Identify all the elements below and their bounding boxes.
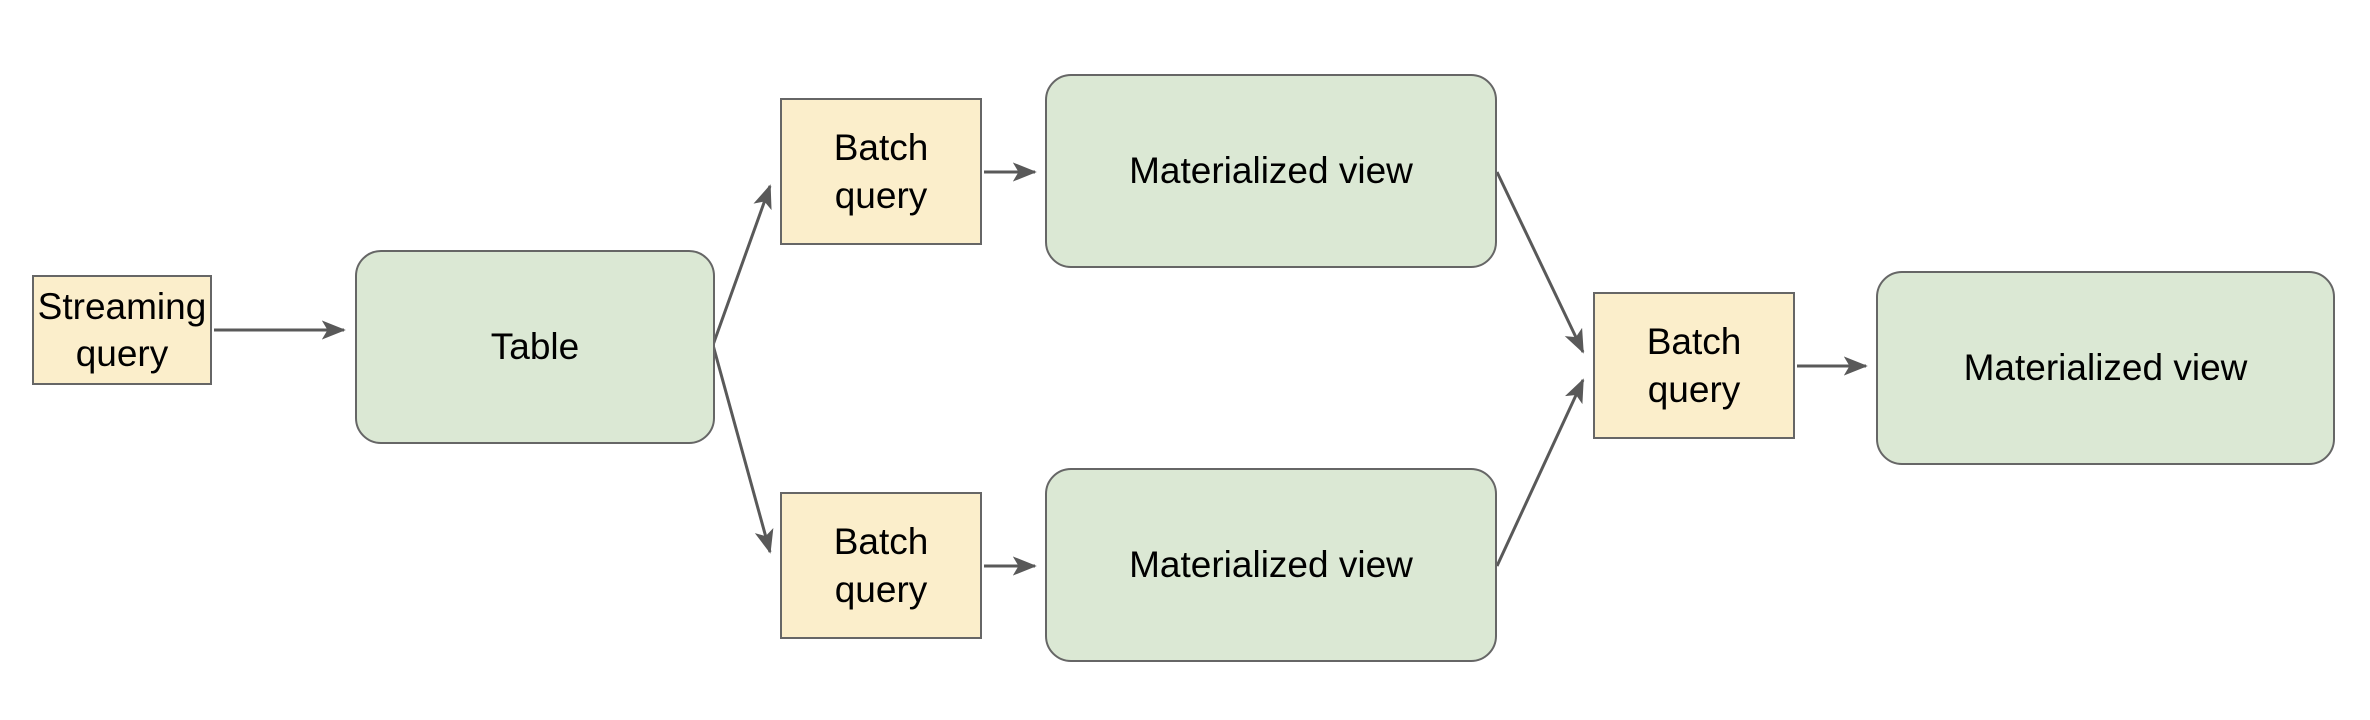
node-label: Streaming query bbox=[37, 285, 207, 374]
node-batch-query-join[interactable]: Batch query bbox=[1593, 292, 1795, 439]
node-table[interactable]: Table bbox=[355, 250, 715, 444]
node-batch-query-top[interactable]: Batch query bbox=[780, 98, 982, 245]
edge-mv-top-to-batch-join bbox=[1495, 171, 1585, 354]
node-batch-query-bottom[interactable]: Batch query bbox=[780, 492, 982, 639]
node-streaming-query[interactable]: Streaming query bbox=[32, 275, 212, 385]
node-materialized-view-bottom[interactable]: Materialized view bbox=[1045, 468, 1497, 662]
node-label: Batch query bbox=[1646, 321, 1742, 410]
edge-mv-bottom-to-batch-join bbox=[1495, 378, 1585, 567]
node-label: Materialized view bbox=[1129, 544, 1413, 586]
node-materialized-view-final[interactable]: Materialized view bbox=[1876, 271, 2335, 465]
node-label: Materialized view bbox=[1129, 150, 1413, 192]
node-materialized-view-top[interactable]: Materialized view bbox=[1045, 74, 1497, 268]
node-label: Materialized view bbox=[1963, 347, 2248, 389]
node-label: Table bbox=[490, 326, 580, 368]
node-label: Batch query bbox=[833, 521, 929, 610]
edge-table-to-batch-bottom bbox=[711, 344, 774, 554]
node-label: Batch query bbox=[833, 127, 929, 216]
edge-table-to-batch-top bbox=[711, 184, 772, 346]
